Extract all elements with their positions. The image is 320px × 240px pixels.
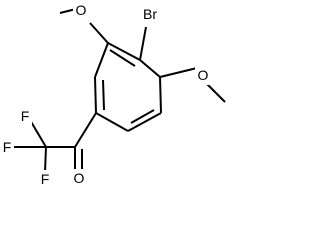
c-f-bottom-bond: [44, 146, 47, 173]
c-f-top-bond: [29, 119, 47, 148]
ring-bond-3: [159, 76, 162, 114]
molecule-structure: Br O O O F F F: [1, 1, 226, 188]
ring-bond-7: [94, 42, 109, 78]
ring-bond-1: [107, 42, 141, 61]
o-ch3-methoxy-right-bond: [204, 81, 226, 103]
atom-br: Br: [143, 6, 157, 22]
c-br-bond: [139, 26, 147, 61]
ring-bond-4: [127, 112, 162, 132]
ring-bond-6: [94, 76, 97, 114]
atom-o-methoxy-right: O: [198, 67, 209, 83]
c-o-methoxy-right-bond: [159, 67, 198, 78]
c-o-methoxy-top-bond: [89, 22, 109, 44]
ring-carbonyl-bond: [74, 112, 97, 148]
ring-double-bond-top: [109, 49, 136, 67]
benzene-ring: [94, 42, 162, 132]
atom-f-bottom: F: [41, 171, 50, 187]
ring-double-bond-bottom: [130, 109, 155, 124]
atom-f-left: F: [3, 139, 12, 155]
ring-bond-5: [95, 112, 129, 132]
atom-o-carbonyl: O: [74, 170, 85, 186]
atom-f-top: F: [21, 108, 30, 124]
ring-bond-2: [139, 59, 161, 78]
atom-o-methoxy-top: O: [76, 2, 87, 18]
ring-double-bond-left: [102, 79, 105, 111]
